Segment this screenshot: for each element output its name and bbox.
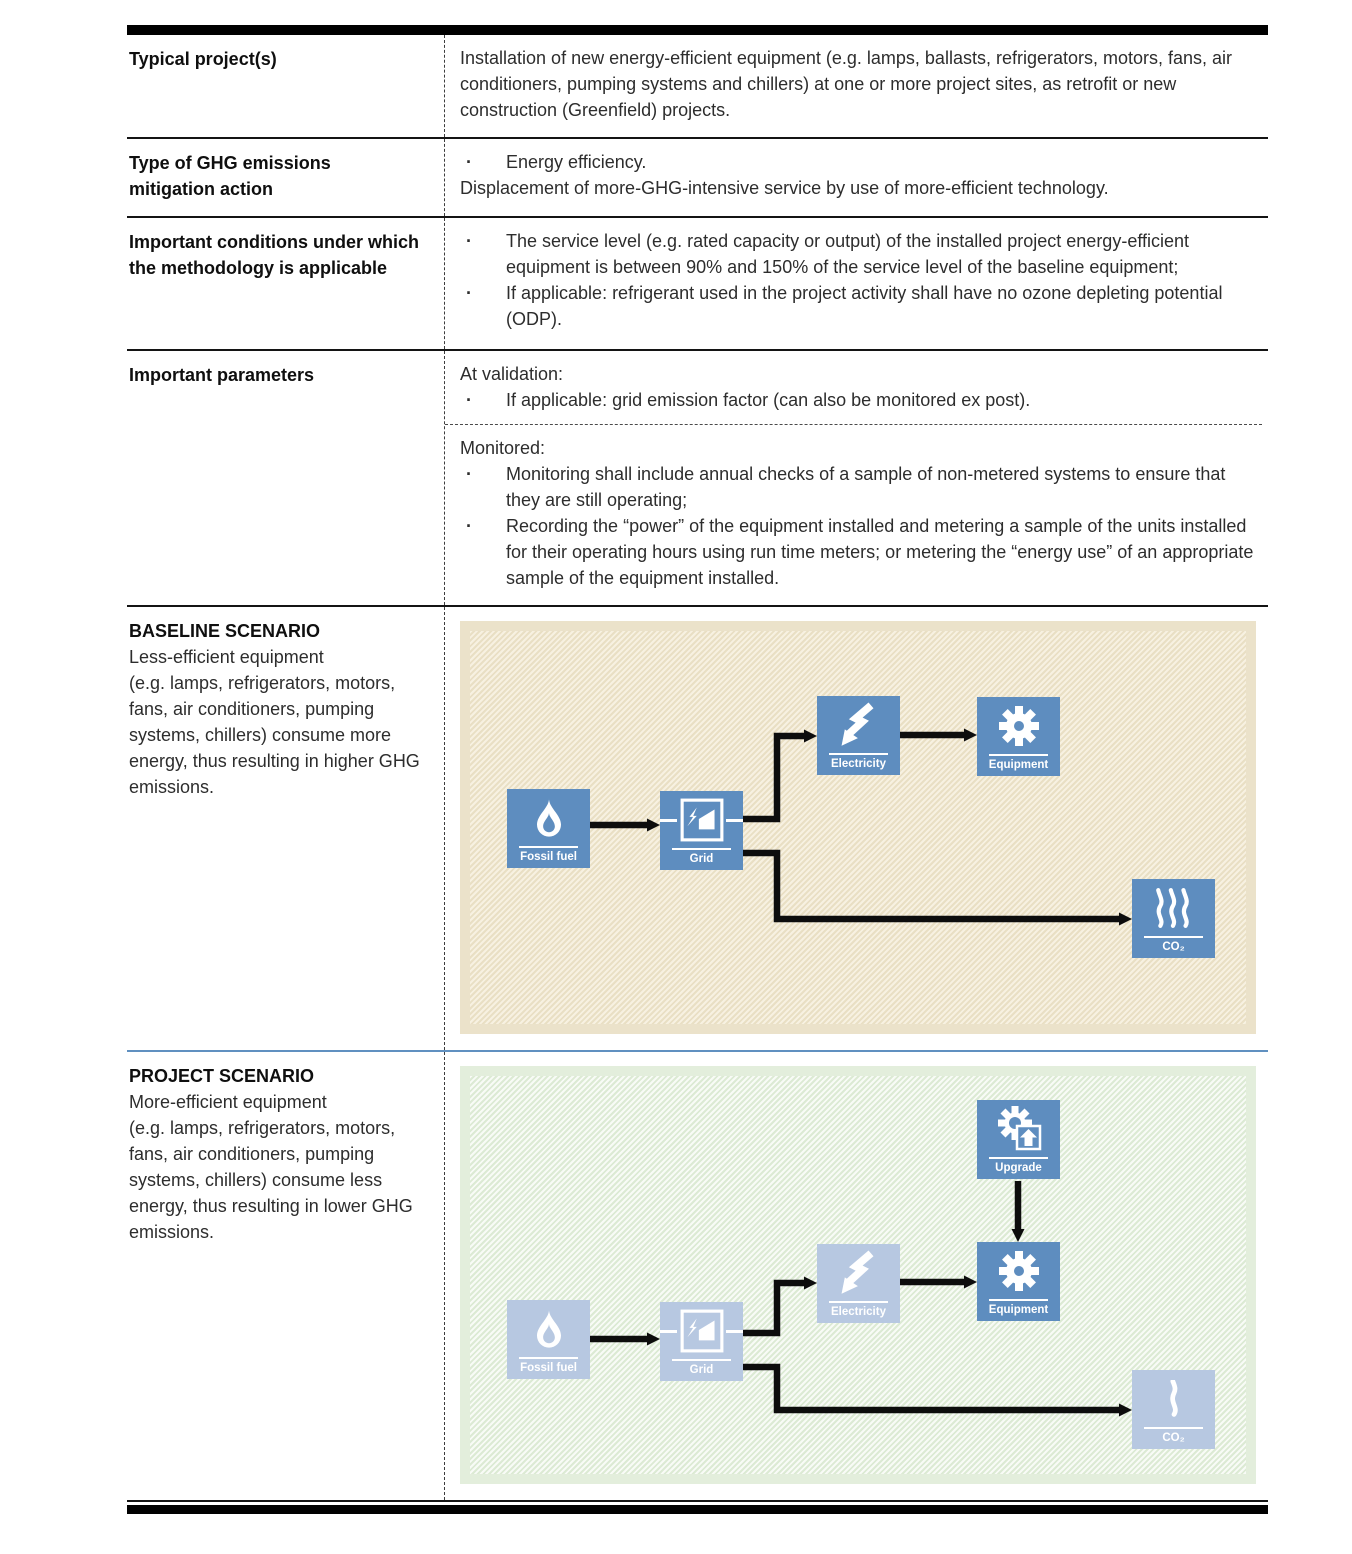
flame-icon bbox=[507, 789, 590, 846]
row-header-cell: Important parameters bbox=[127, 351, 445, 605]
node-electricity: Electricity bbox=[817, 696, 900, 775]
node-grid: Grid bbox=[660, 1302, 743, 1381]
node-label-rule bbox=[828, 1301, 889, 1303]
baseline-arrows bbox=[590, 728, 1132, 926]
node-label-rule bbox=[988, 754, 1049, 756]
node-label-rule bbox=[828, 753, 889, 755]
table-row: Typical project(s) Installation of new e… bbox=[127, 35, 1268, 139]
row-header: Important parameters bbox=[129, 365, 315, 385]
row-content-cell: The service level (e.g. rated capacity o… bbox=[445, 218, 1268, 349]
row-header-cell: Important conditions under which the met… bbox=[127, 218, 445, 349]
project-diagram: Upgrade Electricity bbox=[460, 1066, 1256, 1484]
bullet-item: Recording the “power” of the equipment i… bbox=[460, 513, 1262, 591]
row-content-cell: Upgrade Electricity bbox=[445, 1052, 1268, 1500]
node-electricity: Electricity bbox=[817, 1244, 900, 1323]
project-arrows bbox=[590, 1181, 1132, 1417]
node-co2: CO₂ bbox=[1132, 879, 1215, 958]
node-label-rule bbox=[988, 1299, 1049, 1301]
node-label: Equipment bbox=[988, 1304, 1049, 1316]
row-header-cell: Typical project(s) bbox=[127, 35, 445, 137]
node-label: Grid bbox=[689, 1364, 714, 1376]
table-row-baseline: BASELINE SCENARIO Less-efficient equipme… bbox=[127, 607, 1268, 1052]
node-label: CO₂ bbox=[1162, 1432, 1185, 1444]
baseline-diagram: Fossil fuel Grid bbox=[460, 621, 1256, 1034]
row-header: Typical project(s) bbox=[129, 49, 277, 69]
node-label: Grid bbox=[689, 853, 714, 865]
lightning-arrow-icon bbox=[817, 696, 900, 753]
grid-connector-bar bbox=[660, 819, 677, 822]
node-label-rule bbox=[518, 1357, 579, 1359]
methodology-table: Typical project(s) Installation of new e… bbox=[127, 25, 1268, 1514]
monitored-heading: Monitored: bbox=[460, 438, 546, 458]
row-header-cell: BASELINE SCENARIO Less-efficient equipme… bbox=[127, 607, 445, 1050]
gear-icon bbox=[977, 697, 1060, 754]
node-label: Fossil fuel bbox=[520, 851, 577, 863]
node-label-rule bbox=[988, 1157, 1049, 1159]
baseline-description: Less-efficient equipment (e.g. lamps, re… bbox=[129, 647, 420, 797]
row-content-cell: At validation: If applicable: grid emiss… bbox=[445, 351, 1268, 605]
node-label: Electricity bbox=[831, 1306, 886, 1318]
node-label-rule bbox=[1143, 936, 1204, 938]
node-equipment: Equipment bbox=[977, 1242, 1060, 1321]
grid-connector-bar bbox=[726, 819, 743, 822]
row-content-cell: Installation of new energy-efficient equ… bbox=[445, 35, 1268, 137]
table-bottom-border bbox=[127, 1505, 1268, 1514]
baseline-title: BASELINE SCENARIO bbox=[129, 621, 321, 641]
lightning-arrow-icon bbox=[817, 1244, 900, 1301]
row-content-cell: Fossil fuel Grid bbox=[445, 607, 1268, 1050]
node-grid: Grid bbox=[660, 791, 743, 870]
row-header: Important conditions under which the met… bbox=[129, 232, 419, 278]
node-upgrade: Upgrade bbox=[977, 1100, 1060, 1179]
gear-upgrade-icon bbox=[977, 1100, 1060, 1157]
node-label: Electricity bbox=[831, 758, 886, 770]
node-label-rule bbox=[1143, 1427, 1204, 1429]
grid-connector-bar bbox=[726, 1330, 743, 1333]
power-plant-icon bbox=[660, 791, 743, 848]
node-co2: CO₂ bbox=[1132, 1370, 1215, 1449]
row-header-cell: PROJECT SCENARIO More-efficient equipmen… bbox=[127, 1052, 445, 1500]
power-plant-icon bbox=[660, 1302, 743, 1359]
node-label: Equipment bbox=[988, 759, 1049, 771]
cell-dashed-divider bbox=[445, 424, 1262, 425]
mitigation-text: Displacement of more-GHG-intensive servi… bbox=[460, 178, 1109, 198]
smoke-icon bbox=[1132, 879, 1215, 936]
node-label: Upgrade bbox=[995, 1162, 1042, 1174]
bullet-item: Energy efficiency. bbox=[460, 149, 1262, 175]
bullet-item: The service level (e.g. rated capacity o… bbox=[460, 228, 1262, 280]
gear-icon bbox=[977, 1242, 1060, 1299]
node-label: CO₂ bbox=[1162, 941, 1185, 953]
validation-heading: At validation: bbox=[460, 364, 564, 384]
node-fossil-fuel: Fossil fuel bbox=[507, 789, 590, 868]
node-label: Fossil fuel bbox=[520, 1362, 577, 1374]
node-label-rule bbox=[671, 848, 732, 850]
table-top-border bbox=[127, 25, 1268, 35]
node-equipment: Equipment bbox=[977, 697, 1060, 776]
row-header: Type of GHG emissions mitigation action bbox=[129, 153, 331, 199]
grid-connector-bar bbox=[660, 1330, 677, 1333]
table-row: Type of GHG emissions mitigation action … bbox=[127, 139, 1268, 218]
row-content-cell: Energy efficiency. Displacement of more-… bbox=[445, 139, 1268, 216]
flame-icon bbox=[507, 1300, 590, 1357]
smoke-icon bbox=[1132, 1370, 1215, 1427]
typical-projects-text: Installation of new energy-efficient equ… bbox=[460, 48, 1233, 120]
table-row: Important conditions under which the met… bbox=[127, 218, 1268, 351]
row-header-cell: Type of GHG emissions mitigation action bbox=[127, 139, 445, 216]
project-title: PROJECT SCENARIO bbox=[129, 1066, 315, 1086]
bullet-item: If applicable: refrigerant used in the p… bbox=[460, 280, 1262, 332]
table-row-project: PROJECT SCENARIO More-efficient equipmen… bbox=[127, 1052, 1268, 1502]
node-fossil-fuel: Fossil fuel bbox=[507, 1300, 590, 1379]
node-label-rule bbox=[671, 1359, 732, 1361]
bullet-item: If applicable: grid emission factor (can… bbox=[460, 387, 1262, 413]
table-row: Important parameters At validation: If a… bbox=[127, 351, 1268, 607]
project-description: More-efficient equipment (e.g. lamps, re… bbox=[129, 1092, 413, 1242]
bullet-item: Monitoring shall include annual checks o… bbox=[460, 461, 1262, 513]
node-label-rule bbox=[518, 846, 579, 848]
